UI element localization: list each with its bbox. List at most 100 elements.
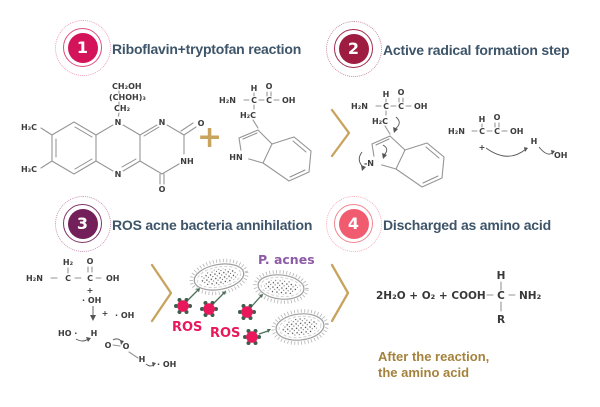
chevron-right-icon [330,263,350,323]
atom-label: O [123,342,130,351]
atom-labels: H₂ O H₂N C C OH + · OH + · OH HO · H O O… [26,257,176,369]
atom-labels: H₂N H C C O OH H₂C HN [219,82,296,162]
bacteria-illustration: P. acnes ROS ROS [172,252,329,345]
ros-particle [200,301,218,317]
atom-label: H₂N [26,274,43,283]
atom-label: HN [229,153,242,162]
ros-chain-structure: H₂ O H₂N C C OH + · OH + · OH HO · H O O… [26,257,176,369]
atom-label: H [479,115,486,124]
chevron-right-icon [150,263,173,323]
atom-label: H₃C [21,123,37,132]
step-1-badge: 1 [55,20,111,76]
atom-label: CH₂ [114,104,131,113]
riboflavin-structure: CH₂OH (CHOH)₃ CH₂ H₃C H₃C N N N NH O O [21,82,205,194]
atom-mask [368,156,382,170]
after-note-line-1: After the reaction, [378,349,490,364]
step-2-badge: 2 [326,21,382,77]
p-acnes-label: P. acnes [258,252,315,267]
badge-core: 2 [338,33,369,64]
atom-label: O [266,82,273,91]
reaction-arrows [75,306,156,367]
step-3-title: ROS acne bacteria annihilation [112,217,313,233]
atom-label: OH [554,151,568,160]
atom-label: N [159,118,166,127]
atom-label: C [398,102,404,111]
atom-label: C [251,96,257,105]
atom-labels: CH₂OH (CHOH)₃ CH₂ H₃C H₃C N N N NH O O [21,82,205,194]
atom-label: O [198,119,205,128]
atom-label: H₂ [63,258,74,267]
badge-dotted-ring [55,196,111,252]
atom-labels: H₂N H C C O OH H₂C -N [351,88,428,168]
bacterium [253,270,309,304]
step-4-badge: 4 [326,196,382,252]
atom-label: H₂N [351,102,368,111]
badge-core: 3 [67,208,98,239]
step-number: 2 [347,39,360,58]
bonds [371,97,445,188]
after-note-line-2: the amino acid [378,365,470,381]
atom-masks [112,116,193,180]
badge-ring: 4 [334,204,373,243]
atom-label: + [479,143,486,152]
badge-core: 4 [338,208,369,239]
atom-label: N [115,118,122,127]
curved-arrows [358,116,400,171]
atom-label: HO · [58,329,77,338]
tryptophan-structure: H₂N H C C O OH H₂C HN [219,82,312,182]
atom-label: H₂C [240,111,256,120]
ros-label: ROS [210,326,240,341]
step-4-title: Discharged as amino acid [383,217,551,233]
atom-label: H [139,355,146,364]
atom-label: R [497,314,505,326]
ros-particle [238,304,256,320]
discharge-formula: 2H₂O + O₂ + COOH H C R NH₂ [376,270,542,326]
atom-label: (CHOH)₃ [109,93,146,102]
atom-labels: 2H₂O + O₂ + COOH H C R NH₂ [376,270,542,326]
atom-label: O [398,88,405,97]
badge-core: 1 [67,32,98,63]
badge-dotted-ring [55,20,111,76]
badge-ring: 3 [63,204,102,243]
atom-label: · OH [115,311,134,320]
active-radical-structures: H₂N H C C O OH H₂C -N H₂N H C C [351,88,568,188]
atom-label: H₂N [448,127,465,136]
plus-icon: + [197,120,223,155]
atom-label: NH₂ [519,290,542,302]
step-2-title: Active radical formation step [383,42,570,58]
atom-label: H [91,329,98,338]
atom-label: O [105,341,112,350]
atom-label: H [383,90,390,99]
atom-label: O [159,185,166,194]
chevron-right-icon [330,108,351,158]
bonds [50,266,139,359]
step-3-badge: 3 [55,196,111,252]
bonds [486,281,516,312]
atom-label: · OH [82,296,101,305]
amino-fragment: H₂N H C C O OH + H OH [448,113,568,160]
badge-ring: 1 [63,28,102,67]
atom-label: + [87,286,94,295]
atom-label: CH₂OH [112,82,142,91]
badge-dotted-ring [326,196,382,252]
ros-label: ROS [172,320,202,335]
atom-label: · OH [157,360,176,369]
attack-arrows [187,288,271,335]
atom-label: O [87,257,94,266]
step-number: 1 [76,38,89,57]
atom-label: NH [180,157,193,166]
atom-label: C [494,127,500,136]
ros-particle [174,298,192,314]
atom-label: H₃C [21,165,37,174]
atom-label: OH [106,274,120,283]
atom-label: -N [364,159,374,168]
atom-label: O [494,113,501,122]
step-number: 4 [347,214,360,233]
atom-label: OH [510,127,524,136]
atom-labels: H₂N H C C O OH + H OH [448,113,568,160]
atom-label: C [65,274,71,283]
step-1-title: Riboflavin+tryptofan reaction [112,41,302,57]
step-number: 3 [76,214,89,233]
atom-label: H₂N [219,96,236,105]
curved-arrows [485,146,555,157]
